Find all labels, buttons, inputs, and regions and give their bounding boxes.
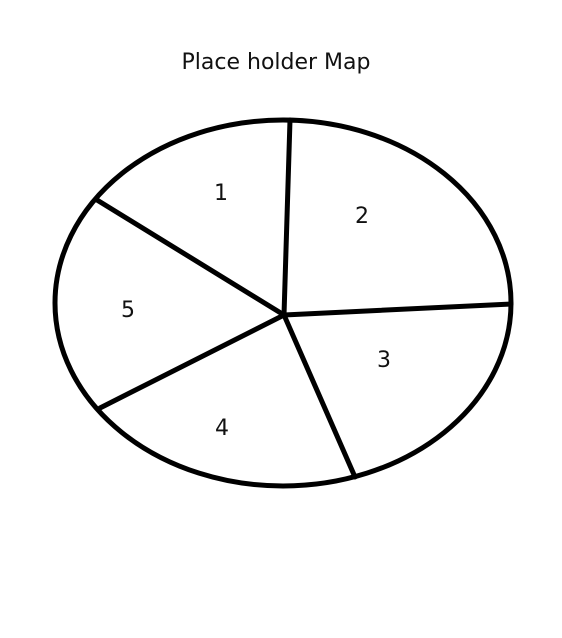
region-5[interactable]: 5 [121,298,135,323]
region-label-2: 2 [355,204,369,229]
region-label-3: 3 [377,348,391,373]
divider-5-1 [94,197,287,318]
region-label-5: 5 [121,298,135,323]
divider-3-4 [281,312,358,480]
region-1[interactable]: 1 [214,181,228,206]
divider-2-3 [281,301,514,318]
region-label-4: 4 [215,416,229,441]
region-2[interactable]: 2 [355,204,369,229]
region-label-1: 1 [214,181,228,206]
divider-1-2 [281,117,293,318]
map-title: Place holder Map [181,50,371,75]
region-4[interactable]: 4 [215,416,229,441]
region-3[interactable]: 3 [377,348,391,373]
divider-4-5 [97,312,287,411]
